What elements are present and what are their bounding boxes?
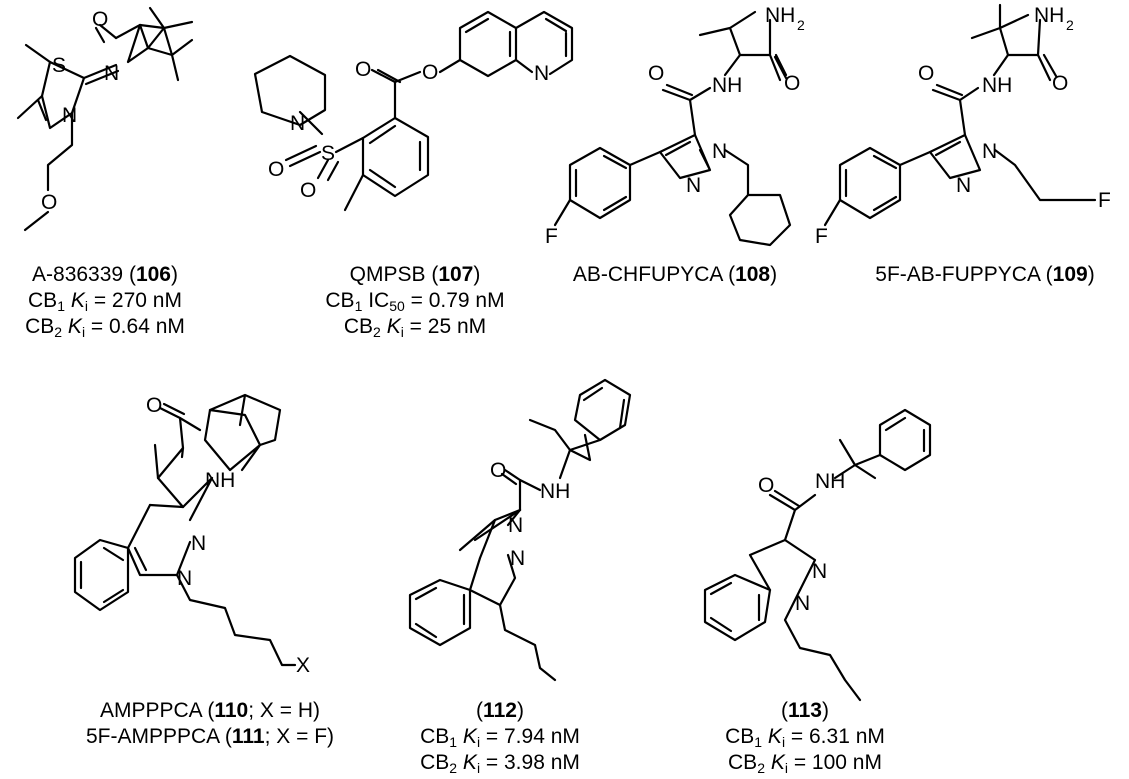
structure-108 [553,10,792,247]
nitrogen-atom-106-ring: N [62,104,77,127]
cb2-affinity-113: CB2 Ki = 100 nM [728,751,882,776]
caption-112: (112) CB1 Ki = 7.94 nM CB2 Ki = 3.98 nM [400,698,600,776]
structure-112 [408,378,632,682]
nitrogen-atom-113-n1: N [812,560,827,583]
structure-113 [703,408,932,702]
compound-name-108: AB-CHFUPYCA (108) [572,263,778,286]
nh2-subscript-109: 2 [1066,17,1074,33]
nh2-label-108: NH [765,4,795,27]
compound-name-106: A-836339 (106) [32,263,178,286]
caption-110-111: AMPPPCA (110; X = H) 5F-AMPPPCA (111; X … [65,698,355,750]
nitrogen-atom-109-n1: N [982,140,997,163]
caption-108: AB-CHFUPYCA (108) [560,262,790,288]
nh2-label-109: NH [1034,4,1064,27]
sulfur-atom-106: S [52,54,66,77]
cb1-affinity-112: CB1 Ki = 7.94 nM [420,725,580,750]
nitrogen-atom-106-imine: N [104,62,119,85]
oxygen-atom-113-carbonyl: O [758,474,774,497]
oxygen-atom-108-amide: O [784,72,800,95]
cb2-affinity-112: CB2 Ki = 3.98 nM [420,751,580,776]
oxygen-atom-107-sulfonyl-b: O [300,179,316,202]
nh-label-112: NH [540,480,570,503]
nitrogen-atom-107-quinoline: N [534,62,549,85]
nitrogen-atom-108-n1: N [712,140,727,163]
compound-name-113: (113) [781,699,829,722]
cb1-affinity-113: CB1 Ki = 6.31 nM [725,725,885,750]
fluorine-atom-109: F [1098,189,1111,212]
nitrogen-atom-108-n2: N [686,174,701,197]
nh-label-110: NH [205,469,235,492]
oxygen-atom-106-carbonyl: O [92,8,108,31]
nh-label-113: NH [815,470,845,493]
oxygen-atom-109-amide: O [1052,72,1068,95]
oxygen-atom-108-carbonyl: O [648,62,664,85]
nh-label-108: NH [712,74,742,97]
nitrogen-atom-112-n1: N [508,514,523,537]
structure-110-111 [73,393,297,667]
nitrogen-atom-112-n2: N [510,547,525,570]
compound-name-110: AMPPPCA (110; X = H) [99,699,321,722]
compound-name-109: 5F-AB-FUPPYCA (109) [875,263,1095,286]
nitrogen-atom-107-piperidine: N [290,112,305,135]
nitrogen-atom-109-n2: N [956,174,971,197]
fluorine-atom-109-aryl: F [815,225,828,248]
compound-name-107: QMPSB (107) [349,263,481,286]
structure-107 [253,10,574,212]
fluorine-atom-108: F [545,225,558,248]
nitrogen-atom-113-n2: N [795,592,810,615]
nh-label-109: NH [982,74,1012,97]
cb2-affinity-106: CB2 Ki = 0.64 nM [25,315,185,340]
nh2-subscript-108: 2 [797,17,805,33]
oxygen-atom-109-carbonyl: O [918,62,934,85]
caption-107: QMPSB (107) CB1 IC50 = 0.79 nM CB2 Ki = … [290,262,540,340]
oxygen-atom-107-ester: O [422,61,438,84]
cb2-affinity-107: CB2 Ki = 25 nM [343,315,487,340]
nitrogen-atom-110-n2: N [191,532,206,555]
oxygen-atom-112-carbonyl: O [490,459,506,482]
caption-113: (113) CB1 Ki = 6.31 nM CB2 Ki = 100 nM [705,698,905,776]
cb1-affinity-107: CB1 IC50 = 0.79 nM [325,289,505,314]
x-substituent-label-110: X [296,654,310,677]
cb1-affinity-106: CB1 Ki = 270 nM [28,289,182,314]
compound-name-112: (112) [476,699,524,722]
compound-name-111: 5F-AMPPPCA (111; X = F) [85,725,335,748]
oxygen-atom-107-carbonyl: O [355,58,371,81]
caption-106: A-836339 (106) CB1 Ki = 270 nM CB2 Ki = … [0,262,210,340]
nitrogen-atom-110-n1: N [177,567,192,590]
structure-109 [823,3,1097,227]
sulfur-atom-107: S [321,142,335,165]
caption-109: 5F-AB-FUPPYCA (109) [860,262,1110,288]
oxygen-atom-106-ether: O [41,191,57,214]
oxygen-atom-107-sulfonyl-a: O [268,158,284,181]
oxygen-atom-110-carbonyl: O [146,394,162,417]
structure-106 [16,6,194,232]
